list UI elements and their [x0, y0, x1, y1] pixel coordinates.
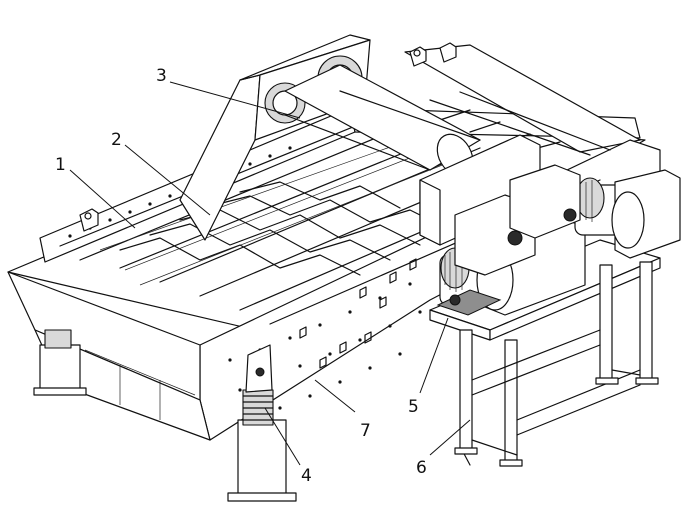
- motor-base: [436, 289, 502, 316]
- leader-4: [264, 407, 301, 466]
- frame-leg: [599, 264, 613, 381]
- motor-assembly: [436, 164, 681, 316]
- lifting-lugs: [79, 42, 457, 232]
- leader-7: [314, 379, 356, 413]
- callout-7: 7: [360, 421, 371, 441]
- frame-leg: [504, 339, 518, 466]
- callout-4: 4: [301, 466, 312, 486]
- spring-support-rear: [33, 329, 87, 396]
- callout-2: 2: [111, 130, 122, 150]
- spring-support-front: [227, 344, 297, 502]
- exciter-box: [509, 164, 581, 239]
- support-pedestal: [237, 419, 287, 496]
- leader-5: [419, 317, 449, 394]
- frame-leg: [639, 261, 653, 381]
- leader-lines: [69, 81, 471, 466]
- callout-labels: 1 2 3 4 5 6 7: [55, 66, 427, 486]
- callout-6: 6: [416, 458, 427, 478]
- callout-1: 1: [55, 155, 66, 175]
- frame-leg: [459, 329, 473, 451]
- side-wall-brackets: [299, 258, 417, 369]
- callout-3: 3: [156, 66, 167, 86]
- leader-1: [69, 169, 136, 229]
- leader-2: [124, 144, 211, 216]
- leader-6: [429, 419, 471, 456]
- callout-5: 5: [408, 397, 419, 417]
- leader-3: [169, 81, 301, 119]
- exciter-beam-assembly: [179, 34, 541, 246]
